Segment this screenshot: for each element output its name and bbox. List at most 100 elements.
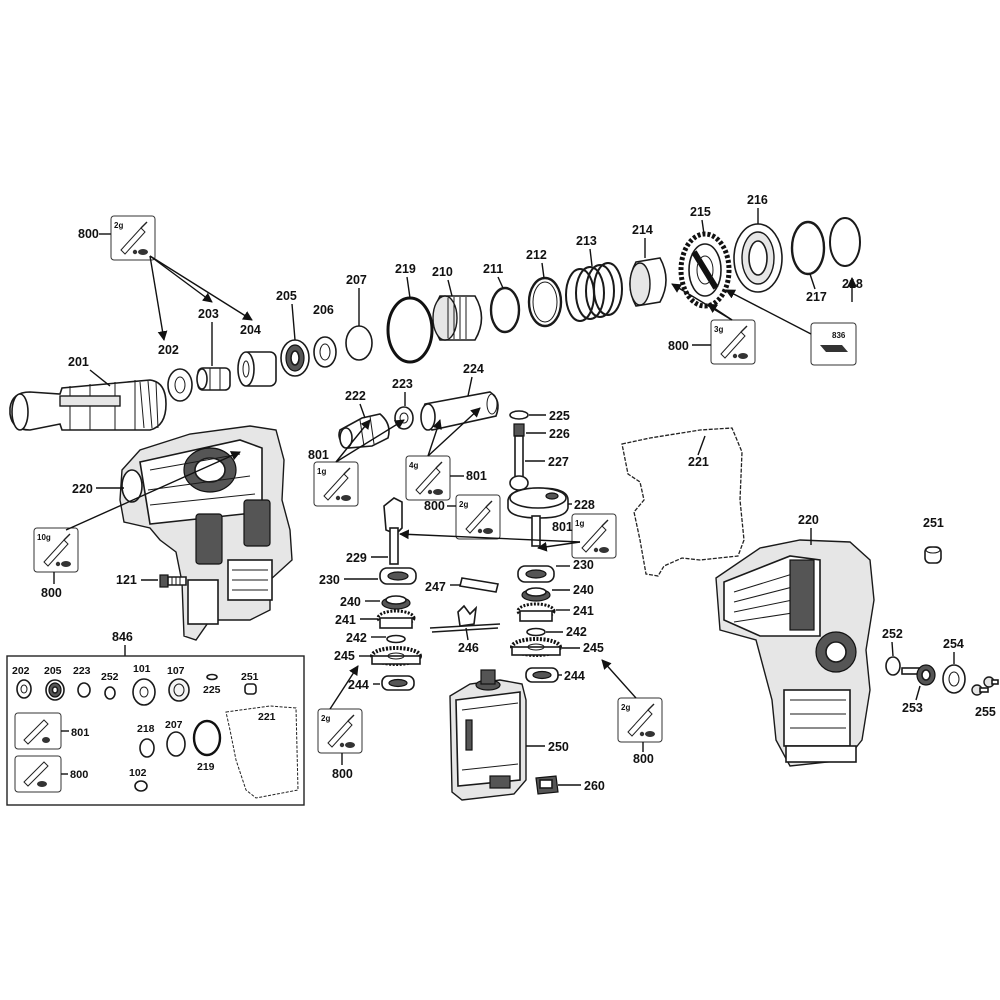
label-229: 229 bbox=[346, 551, 367, 565]
part-205-bearing bbox=[280, 339, 310, 377]
kit-number: 836 bbox=[832, 331, 846, 340]
kit-label-202: 202 bbox=[12, 665, 30, 677]
label-240: 240 bbox=[340, 595, 361, 609]
part-245-gear-right bbox=[510, 637, 562, 657]
part-246-spring bbox=[429, 604, 501, 633]
part-225-ring bbox=[509, 410, 529, 420]
part-221-gasket bbox=[621, 427, 745, 577]
part-220-housing-right bbox=[715, 539, 875, 767]
kit-102-ring bbox=[134, 780, 148, 792]
kit-225-ring bbox=[206, 673, 218, 681]
part-241-gear-left bbox=[376, 609, 416, 629]
label-230: 230 bbox=[573, 558, 594, 572]
grease-amount: 2g bbox=[321, 714, 330, 723]
kit-801-tube bbox=[14, 712, 62, 750]
part-227-wobble-shaft bbox=[509, 435, 529, 491]
part-836-kit[interactable]: 836 bbox=[810, 322, 857, 366]
part-226-pin bbox=[513, 423, 525, 437]
part-240-clutch-left bbox=[381, 595, 411, 610]
part-223-oring bbox=[394, 406, 414, 430]
kit-221-gasket bbox=[225, 705, 299, 799]
part-228-crank bbox=[507, 487, 569, 547]
part-253-knob-screw bbox=[901, 664, 936, 686]
label-800: 800 bbox=[41, 586, 62, 600]
kit-label-800: 800 bbox=[70, 769, 88, 781]
kit-205-bearing bbox=[45, 679, 65, 701]
grease-amount: 1g bbox=[317, 467, 326, 476]
kit-107-seal bbox=[168, 678, 190, 702]
label-800: 800 bbox=[424, 499, 445, 513]
label-801: 801 bbox=[466, 469, 487, 483]
label-242: 242 bbox=[566, 625, 587, 639]
kit-label-205: 205 bbox=[44, 665, 62, 677]
grease-amount: 1g bbox=[575, 519, 584, 528]
grease-tube-800-lower-right[interactable]: 2g bbox=[617, 697, 663, 743]
label-222: 222 bbox=[345, 389, 366, 403]
label-221: 221 bbox=[688, 455, 709, 469]
kit-251-cap bbox=[244, 683, 257, 695]
label-216: 216 bbox=[747, 193, 768, 207]
grease-tube-801-1g-right[interactable]: 1g bbox=[571, 513, 617, 559]
label-228: 228 bbox=[574, 498, 595, 512]
kit-label-102: 102 bbox=[129, 767, 147, 779]
part-250-motor bbox=[449, 669, 527, 801]
label-254: 254 bbox=[943, 637, 964, 651]
label-846: 846 bbox=[112, 630, 133, 644]
label-203: 203 bbox=[198, 307, 219, 321]
grease-tube-800-10g[interactable]: 10g bbox=[33, 527, 79, 573]
grease-tube-800-center[interactable]: 2g bbox=[455, 494, 501, 540]
label-211: 211 bbox=[483, 262, 503, 276]
label-255: 255 bbox=[975, 705, 996, 719]
kit-label-107: 107 bbox=[167, 665, 185, 677]
label-241: 241 bbox=[573, 604, 594, 618]
part-217-ring bbox=[790, 220, 826, 276]
grease-amount: 2g bbox=[459, 500, 468, 509]
label-247: 247 bbox=[425, 580, 446, 594]
part-230-bearing-left bbox=[379, 567, 417, 585]
part-244-bearing-left bbox=[381, 675, 415, 691]
part-252-oring bbox=[885, 656, 901, 676]
grease-tube-801-4g[interactable]: 4g bbox=[405, 455, 451, 501]
kit-label-219: 219 bbox=[197, 761, 215, 773]
label-801: 801 bbox=[308, 448, 329, 462]
grease-amount: 2g bbox=[621, 703, 630, 712]
kit-label-223: 223 bbox=[73, 665, 91, 677]
part-247-pin bbox=[459, 577, 499, 593]
part-203-spacer bbox=[196, 367, 231, 391]
label-244: 244 bbox=[348, 678, 369, 692]
kit-label-207: 207 bbox=[165, 719, 183, 731]
part-206-washer bbox=[313, 336, 337, 368]
label-214: 214 bbox=[632, 223, 653, 237]
label-224: 224 bbox=[463, 362, 484, 376]
label-800: 800 bbox=[668, 339, 689, 353]
grease-tube-800-top-left[interactable]: 2g bbox=[110, 215, 156, 261]
part-214-sleeve bbox=[629, 257, 667, 307]
grease-tube-801-1g[interactable]: 1g bbox=[313, 461, 359, 507]
label-245: 245 bbox=[583, 641, 604, 655]
kit-252-oring bbox=[104, 686, 116, 700]
part-245-gear-left bbox=[370, 646, 422, 666]
part-216-clutch-ring bbox=[733, 223, 783, 293]
part-254-washer bbox=[942, 664, 966, 694]
kit-202-washer bbox=[16, 679, 32, 699]
grease-tube-800-lower-left[interactable]: 2g bbox=[317, 708, 363, 754]
label-227: 227 bbox=[548, 455, 569, 469]
kit-label-101: 101 bbox=[133, 663, 151, 675]
label-253: 253 bbox=[902, 701, 923, 715]
label-800: 800 bbox=[332, 767, 353, 781]
part-244-bearing-right bbox=[525, 667, 559, 683]
grease-amount: 4g bbox=[409, 461, 418, 470]
part-255-screws bbox=[971, 676, 999, 696]
kit-101-felt-ring bbox=[132, 678, 156, 706]
label-210: 210 bbox=[432, 265, 453, 279]
label-245: 245 bbox=[334, 649, 355, 663]
label-206: 206 bbox=[313, 303, 334, 317]
label-800: 800 bbox=[78, 227, 99, 241]
kit-label-252: 252 bbox=[101, 671, 119, 683]
label-246: 246 bbox=[458, 641, 479, 655]
part-220-gearbox-housing-left bbox=[119, 425, 293, 641]
label-260: 260 bbox=[584, 779, 605, 793]
grease-tube-800-upper-right[interactable]: 3g bbox=[710, 319, 756, 365]
label-230: 230 bbox=[319, 573, 340, 587]
grease-amount: 2g bbox=[114, 221, 123, 230]
